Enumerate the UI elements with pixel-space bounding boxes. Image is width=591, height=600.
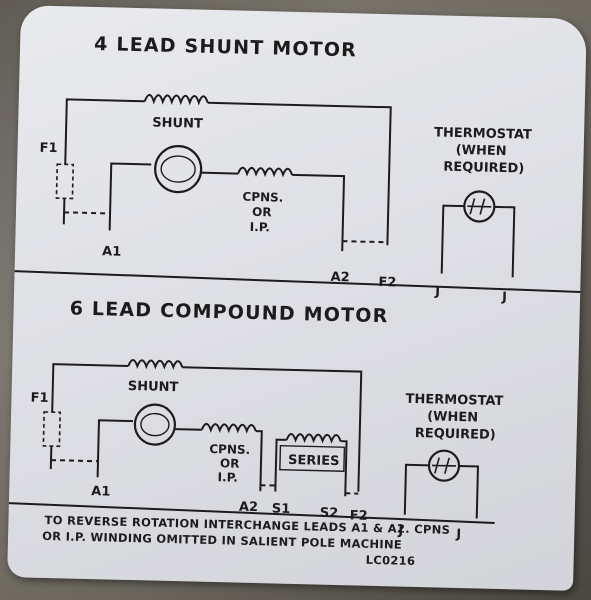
bottom-cpns-coil	[200, 422, 257, 434]
top-shunt-coil	[143, 93, 209, 106]
bottom-armature-wire	[174, 428, 202, 431]
bottom-s1-wire	[274, 438, 287, 492]
bottom-label-j-left: J	[397, 524, 403, 539]
bottom-label-a1: A1	[91, 484, 110, 499]
bottom-thermostat-label-1: THERMOSTAT	[405, 392, 503, 409]
top-diagram: 4 LEAD SHUNT MOTOR SHUNT F1 CPNS. OR I.P…	[39, 33, 532, 305]
top-armature-wire	[201, 171, 239, 175]
bottom-thermostat-label-3: REQUIRED)	[415, 426, 496, 443]
bottom-shunt-right-wire	[182, 366, 363, 492]
bottom-series-label: SERIES	[288, 453, 340, 469]
top-f1-lead	[62, 198, 66, 225]
bottom-label-j-right: J	[455, 527, 461, 542]
top-label-f1: F1	[39, 141, 57, 156]
top-f1-a1-link	[64, 211, 111, 215]
bottom-label-f2: F2	[350, 508, 368, 523]
footer-code: LC0216	[366, 553, 416, 568]
top-shunt-left-wire	[64, 98, 145, 165]
top-diagram-title: 4 LEAD SHUNT MOTOR	[94, 33, 357, 61]
bottom-shunt-coil	[127, 359, 184, 370]
bottom-armature-inner	[140, 412, 170, 437]
top-label-a2: A2	[330, 270, 349, 285]
top-thermostat-label-2: (WHEN	[456, 143, 507, 159]
top-f1-terminal	[55, 163, 75, 200]
bottom-diagram-title: 6 LEAD COMPOUND MOTOR	[69, 298, 388, 328]
section-divider	[14, 270, 581, 293]
top-cpns-label-3: I.P.	[250, 220, 271, 234]
bottom-thermostat-wires	[403, 463, 480, 519]
bottom-diagram: 6 LEAD COMPOUND MOTOR SHUNT F1 CPNS. OR …	[30, 298, 503, 543]
bottom-thermostat-contact	[431, 457, 457, 474]
top-cpns-coil	[237, 166, 294, 178]
top-thermostat-contact	[467, 198, 492, 215]
top-armature-inner	[160, 155, 196, 183]
bottom-series-box	[279, 444, 346, 472]
bottom-cpns-label-1: CPNS.	[209, 442, 250, 457]
top-thermostat-label-3: REQUIRED)	[443, 160, 524, 177]
bottom-a2-wire	[255, 430, 263, 492]
bottom-armature-symbol	[133, 403, 177, 446]
bottom-label-a2: A2	[239, 500, 258, 515]
bottom-s2-wire	[340, 440, 348, 497]
bottom-shunt-left-wire	[51, 363, 129, 413]
top-shunt-right-wire	[207, 101, 392, 246]
top-label-j-right: J	[501, 290, 507, 305]
top-a2-f2-link	[342, 240, 388, 244]
top-label-f2: F2	[378, 275, 396, 290]
bottom-cpns-label-3: I.P.	[217, 470, 238, 484]
bottom-label-f1: F1	[30, 391, 48, 406]
top-cpns-label-1: CPNS.	[242, 190, 283, 205]
bottom-f1-terminal	[42, 411, 62, 448]
top-shunt-label: SHUNT	[152, 115, 203, 131]
bottom-thermostat-label-2: (WHEN	[427, 409, 478, 425]
bottom-f1-lead	[49, 446, 53, 470]
top-a1-wire	[108, 162, 152, 231]
bottom-a1-wire	[96, 419, 134, 478]
top-armature-symbol	[154, 145, 203, 194]
bottom-cpns-label-2: OR	[220, 456, 240, 470]
top-thermostat-label-1: THERMOSTAT	[434, 125, 532, 142]
top-thermostat-wires	[440, 204, 516, 278]
bottom-shunt-label: SHUNT	[128, 379, 179, 395]
footer-divider	[8, 502, 495, 524]
bottom-f1-a1-link	[50, 459, 99, 463]
top-a2-wire	[292, 173, 346, 252]
top-label-j-left: J	[434, 284, 440, 299]
bottom-series-coil	[285, 432, 342, 444]
top-cpns-label-2: OR	[252, 205, 272, 219]
top-label-a1: A1	[102, 244, 121, 259]
